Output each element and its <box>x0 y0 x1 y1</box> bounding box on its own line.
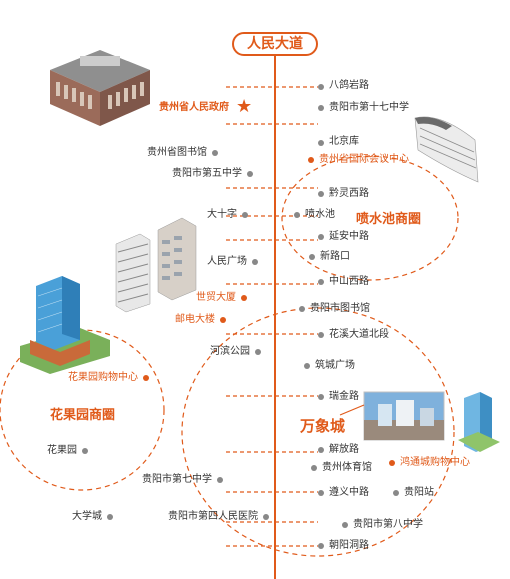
stop-dot <box>342 522 348 528</box>
road-title: 人民大道 <box>232 32 318 56</box>
stop-dot <box>255 349 261 355</box>
stop-label-22: 解放路 <box>329 444 359 455</box>
stop-dot <box>304 363 310 369</box>
stop-dot <box>309 254 315 260</box>
stop-dot <box>318 191 324 197</box>
stop-label-29: 贵阳市第四人民医院 <box>168 511 258 522</box>
stop-dot <box>318 234 324 240</box>
stop-label-27: 贵阳站 <box>404 487 434 498</box>
stop-dot <box>263 514 269 520</box>
stop-dot <box>318 332 324 338</box>
stop-label-19: 花果园购物中心 <box>68 372 138 383</box>
stop-label-7: 大十字 <box>207 209 237 220</box>
stop-label-6: 黔灵西路 <box>329 188 369 199</box>
stop-dot <box>318 84 324 90</box>
stop-dot <box>220 317 226 323</box>
stop-label-13: 世贸大厦 <box>196 292 236 303</box>
wanxiangcheng-label: 万象城 <box>300 417 346 435</box>
stop-dot <box>318 105 324 111</box>
stop-lines <box>226 86 318 547</box>
stop-label-12: 中山西路 <box>329 276 369 287</box>
twin-towers-illustration <box>115 217 197 313</box>
government-building-illustration <box>50 50 150 126</box>
stop-label-15: 邮电大楼 <box>175 314 215 325</box>
district-huaguoyuan: 花果园商圈 <box>50 408 116 423</box>
south-circle <box>181 307 455 557</box>
stop-label-17: 河滨公园 <box>210 346 250 357</box>
hongtong-building-illustration <box>458 392 500 452</box>
stop-label-3: 贵州省国际会议中心 <box>319 154 409 165</box>
stop-label-24: 鸿通城购物中心 <box>400 457 470 468</box>
stop-label-31: 朝阳洞路 <box>329 540 369 551</box>
stop-dot <box>318 490 324 496</box>
wanxiangcheng-photo <box>339 391 445 441</box>
stop-label-9: 延安中路 <box>329 231 369 242</box>
stop-dot <box>217 477 223 483</box>
stop-label-21: 花果园 <box>47 445 77 456</box>
glass-tower-illustration <box>20 276 110 374</box>
conference-center-illustration <box>414 116 479 183</box>
stop-dot <box>318 279 324 285</box>
stop-label-18: 筑城广场 <box>315 360 355 371</box>
star-icon: ★ <box>236 96 253 116</box>
stop-label-4: 贵州省图书馆 <box>147 147 207 158</box>
stop-label-28: 大学城 <box>72 511 102 522</box>
stop-dot <box>252 259 258 265</box>
stop-dot <box>318 394 324 400</box>
stop-dot <box>143 375 149 381</box>
stop-label-14: 贵阳市图书馆 <box>310 303 370 314</box>
stop-label-5: 贵阳市第五中学 <box>172 168 242 179</box>
stop-label-0: 八鸽岩路 <box>329 80 369 91</box>
stop-dot <box>82 448 88 454</box>
stop-label-20: 瑞金路 <box>329 391 359 402</box>
stop-dot <box>318 543 324 549</box>
stop-label-30: 贵阳市第八中学 <box>353 519 423 530</box>
stop-dot <box>242 212 248 218</box>
stop-label-23: 贵州体育馆 <box>322 462 372 473</box>
stop-dot <box>393 490 399 496</box>
stop-dot <box>318 447 324 453</box>
stop-dot <box>389 460 395 466</box>
stop-dot <box>241 295 247 301</box>
stop-label-11: 新路口 <box>320 251 350 262</box>
stop-label-2: 北京库 <box>329 136 359 147</box>
district-penshuichi: 喷水池商圈 <box>356 212 422 227</box>
government-label: 贵州省人民政府 <box>159 102 229 113</box>
stop-dot <box>107 514 113 520</box>
stop-label-1: 贵阳市第十七中学 <box>329 102 409 113</box>
stop-label-10: 人民广场 <box>207 256 247 267</box>
stop-dot <box>212 150 218 156</box>
stop-dot <box>311 465 317 471</box>
stop-dot <box>308 157 314 163</box>
stop-label-26: 遵义中路 <box>329 487 369 498</box>
stop-label-25: 贵阳市第七中学 <box>142 474 212 485</box>
stop-label-8: 喷水池 <box>305 209 335 220</box>
stop-dot <box>247 171 253 177</box>
stop-label-16: 花溪大道北段 <box>329 329 389 340</box>
stop-dot <box>299 306 305 312</box>
stop-dot <box>318 140 324 146</box>
stop-dot <box>294 212 300 218</box>
penshuichi-circle <box>281 155 459 281</box>
